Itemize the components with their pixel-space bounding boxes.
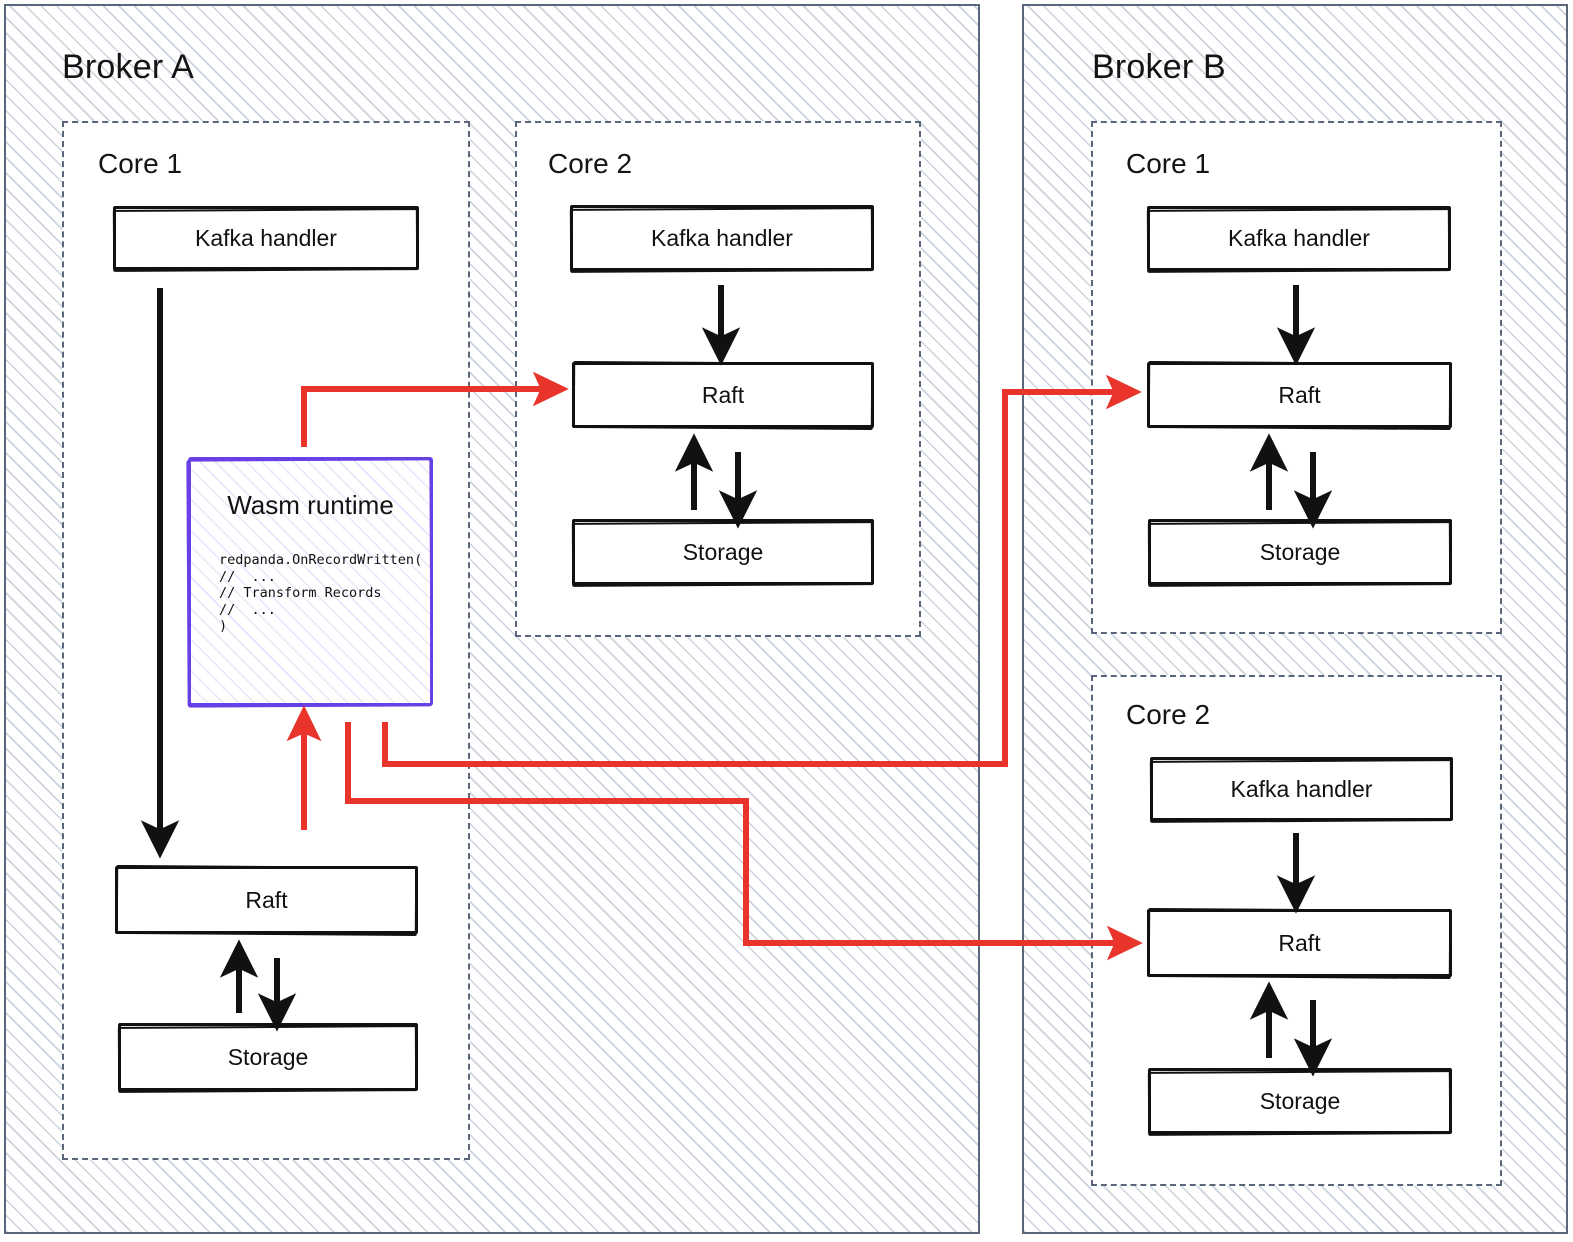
box-label: Storage	[227, 1043, 309, 1070]
broker-a-core-1-title: Core 1	[98, 148, 183, 179]
box-label: Storage	[682, 538, 764, 565]
box-label: Raft	[1278, 929, 1321, 956]
box-label: Kafka handler	[1230, 775, 1373, 802]
broker-a-core-1-raft[interactable]: Raft	[115, 866, 418, 934]
broker-b-core-2-storage[interactable]: Storage	[1148, 1068, 1452, 1134]
broker-b-core-1-kafka-handler[interactable]: Kafka handler	[1147, 206, 1451, 271]
box-label: Kafka handler	[651, 224, 793, 251]
broker-a-core-2-title: Core 2	[548, 148, 633, 179]
box-label: Raft	[701, 381, 745, 408]
box-label: Storage	[1259, 1087, 1341, 1114]
red-arrow-wasm-to-a2-raft	[301, 371, 569, 447]
box-label: Raft	[1278, 381, 1321, 408]
broker-a-core-1-kafka-handler[interactable]: Kafka handler	[113, 206, 419, 270]
box-label: Storage	[1259, 538, 1341, 565]
red-arrow-wasm-to-b1-raft	[382, 374, 1142, 767]
broker-a-title: Broker A	[62, 48, 194, 86]
broker-b-title: Broker B	[1092, 48, 1226, 86]
red-arrow-wasm-to-b2-raft	[345, 722, 1143, 961]
wasm-runtime-box[interactable]: Wasm runtime redpanda.OnRecordWritten( /…	[188, 457, 433, 706]
wasm-runtime-title: Wasm runtime	[227, 490, 394, 520]
wasm-runtime-code: redpanda.OnRecordWritten( // ... // Tran…	[219, 552, 423, 634]
broker-a-core-2-kafka-handler[interactable]: Kafka handler	[570, 205, 874, 271]
broker-b-core-2-title: Core 2	[1126, 699, 1211, 730]
broker-b-core-2-kafka-handler[interactable]: Kafka handler	[1150, 757, 1453, 821]
broker-b-core-1-title: Core 1	[1126, 148, 1211, 179]
broker-a-core-2-raft[interactable]: Raft	[572, 362, 874, 428]
box-label: Kafka handler	[195, 224, 337, 251]
box-label: Raft	[245, 886, 288, 913]
broker-b-core-1-storage[interactable]: Storage	[1148, 519, 1452, 585]
box-label: Kafka handler	[1228, 225, 1370, 251]
